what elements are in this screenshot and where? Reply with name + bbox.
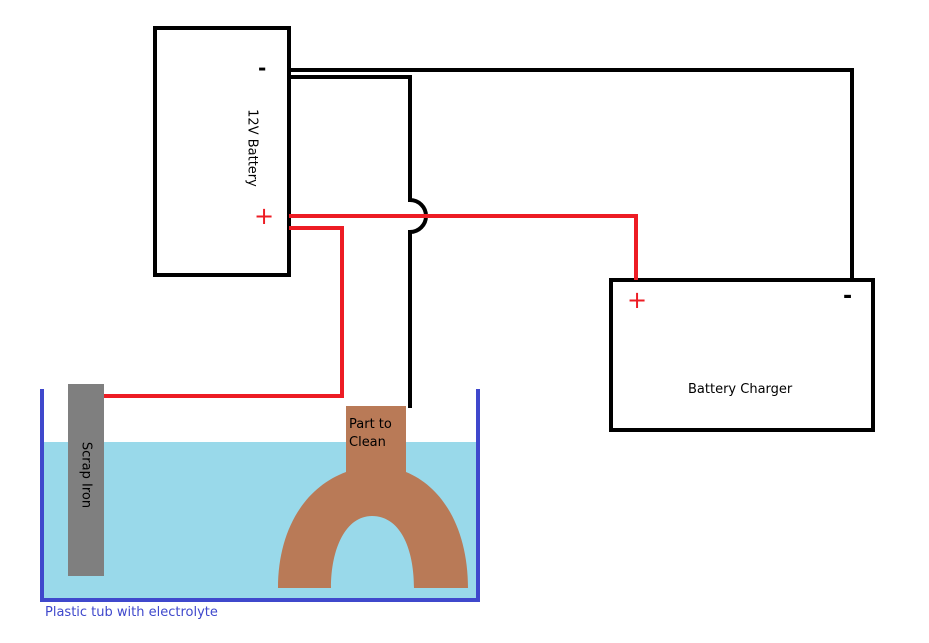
wire-battery-neg-to-charger-neg — [289, 68, 854, 280]
battery-charger — [609, 278, 875, 432]
scrap-iron-label: Scrap Iron — [78, 441, 94, 509]
part-to-clean-label: Part to Clean — [349, 417, 392, 450]
wire-battery-pos-to-scrap — [104, 226, 344, 398]
charger-plus-terminal: + — [627, 286, 648, 314]
plastic-tub — [40, 389, 480, 602]
scrap-iron-bar — [68, 384, 104, 576]
battery-12v — [153, 26, 291, 277]
wire-battery-pos-to-charger-pos — [289, 214, 638, 280]
part-to-clean — [278, 406, 468, 588]
battery-minus-terminal: - — [258, 56, 267, 80]
battery-label: 12V Battery — [244, 109, 260, 187]
tub-label: Plastic tub with electrolyte — [45, 605, 218, 620]
charger-label: Battery Charger — [688, 382, 793, 397]
wire-battery-neg-to-part — [289, 75, 428, 408]
charger-minus-terminal: - — [843, 284, 853, 309]
battery-plus-terminal: + — [254, 202, 275, 230]
